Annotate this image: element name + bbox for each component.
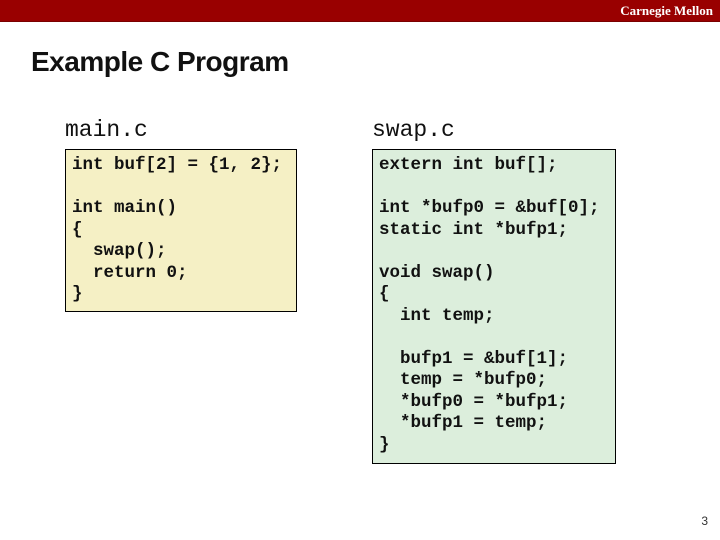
code-box-main-c: int buf[2] = {1, 2}; int main() { swap()… xyxy=(65,149,297,312)
header-bar: Carnegie Mellon xyxy=(0,0,720,22)
brand-wordmark: Carnegie Mellon xyxy=(620,3,713,18)
file-name-main-c: main.c xyxy=(65,117,148,143)
file-name-swap-c: swap.c xyxy=(372,117,455,143)
page-title: Example C Program xyxy=(31,46,289,77)
file-panel-main-c: main.c int buf[2] = {1, 2}; int main() {… xyxy=(65,117,297,312)
page-number: 3 xyxy=(701,514,708,528)
file-panel-swap-c: swap.c extern int buf[]; int *bufp0 = &b… xyxy=(372,117,616,464)
code-box-swap-c: extern int buf[]; int *bufp0 = &buf[0]; … xyxy=(372,149,616,464)
